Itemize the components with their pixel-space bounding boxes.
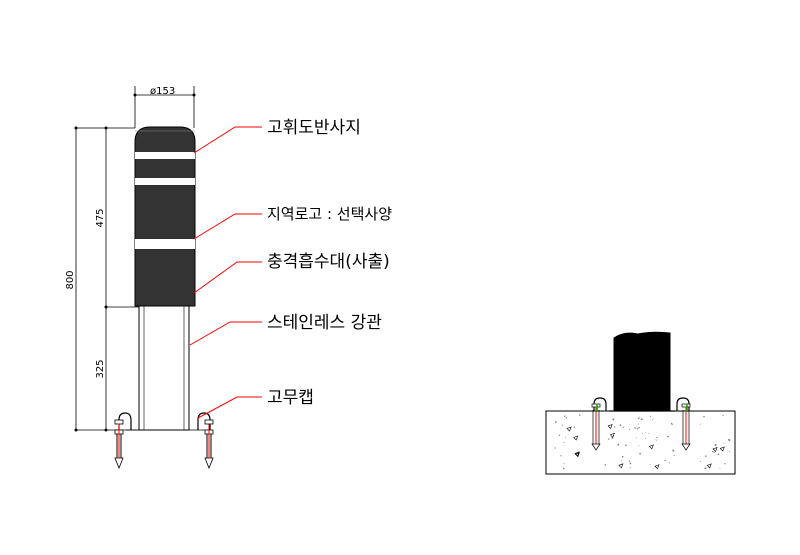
reflective-stripe	[135, 239, 195, 249]
shock-absorber-body	[134, 126, 196, 307]
reflective-stripe	[135, 178, 195, 185]
callout-local-logo: 지역로고 : 선택사양	[267, 205, 392, 223]
anchor-bolt-left	[114, 412, 132, 470]
reflective-stripe	[135, 152, 195, 159]
dimension-lower-label: 325	[95, 359, 106, 378]
anchor-bolt-right	[197, 412, 214, 470]
dimension-upper-label: 475	[95, 208, 106, 227]
callout-reflective-sheet: 고휘도반사지	[267, 118, 361, 138]
installation-detail	[545, 331, 736, 475]
concrete-base	[545, 410, 736, 475]
dimension-ticks	[74, 93, 196, 432]
bollard-front-view	[134, 126, 196, 431]
dimension-diameter-label: ø153	[150, 86, 175, 97]
concrete-aggregate	[554, 414, 731, 470]
callout-stainless-pipe: 스테인레스 강관	[267, 313, 382, 333]
callout-shock-absorber: 충격흡수대(사출)	[267, 252, 390, 272]
dimension-total-label: 800	[65, 270, 76, 289]
bollard-stub	[613, 331, 671, 412]
callout-rubber-cap: 고무캡	[267, 388, 314, 408]
leader-lines	[189, 126, 262, 419]
